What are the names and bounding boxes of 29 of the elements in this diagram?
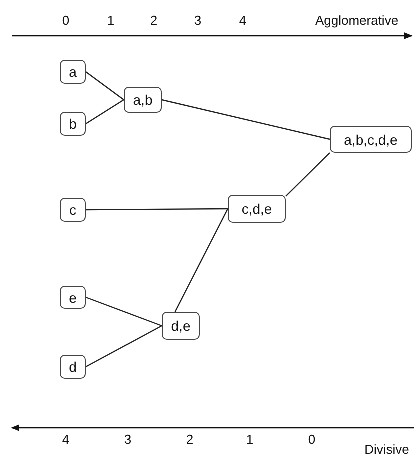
axis-title: Divisive xyxy=(364,442,410,457)
axis-tick-label: 2 xyxy=(150,13,158,28)
connector-line xyxy=(86,72,124,100)
connector-line xyxy=(86,208,228,211)
cluster-box: e xyxy=(60,286,86,309)
cluster-box: c,d,e xyxy=(228,195,286,223)
cluster-box: d xyxy=(60,355,86,379)
cluster-box: b xyxy=(60,112,86,136)
cluster-box: a,b xyxy=(124,87,162,113)
axis-tick-label: 0 xyxy=(308,432,316,447)
cluster-box: c xyxy=(60,198,86,222)
axis-tick-label: 2 xyxy=(186,432,194,447)
cluster-box: a xyxy=(60,60,86,84)
connector-line xyxy=(86,100,124,124)
axis-tick-label: 0 xyxy=(62,13,70,28)
axis-tick-label: 3 xyxy=(194,13,202,28)
connector-line xyxy=(86,325,162,368)
axis-title: Agglomerative xyxy=(315,13,399,28)
axis-tick-label: 4 xyxy=(62,432,70,447)
connector-line xyxy=(174,208,229,312)
connector-line xyxy=(162,99,330,140)
connector-line xyxy=(86,296,162,327)
axis-tick-label: 4 xyxy=(239,13,247,28)
connector-line xyxy=(286,152,330,197)
cluster-box: a,b,c,d,e xyxy=(330,126,412,153)
axis-tick-label: 3 xyxy=(124,432,132,447)
cluster-box: d,e xyxy=(162,312,200,340)
axis-tick-label: 1 xyxy=(107,13,115,28)
axis-tick-label: 1 xyxy=(246,432,254,447)
